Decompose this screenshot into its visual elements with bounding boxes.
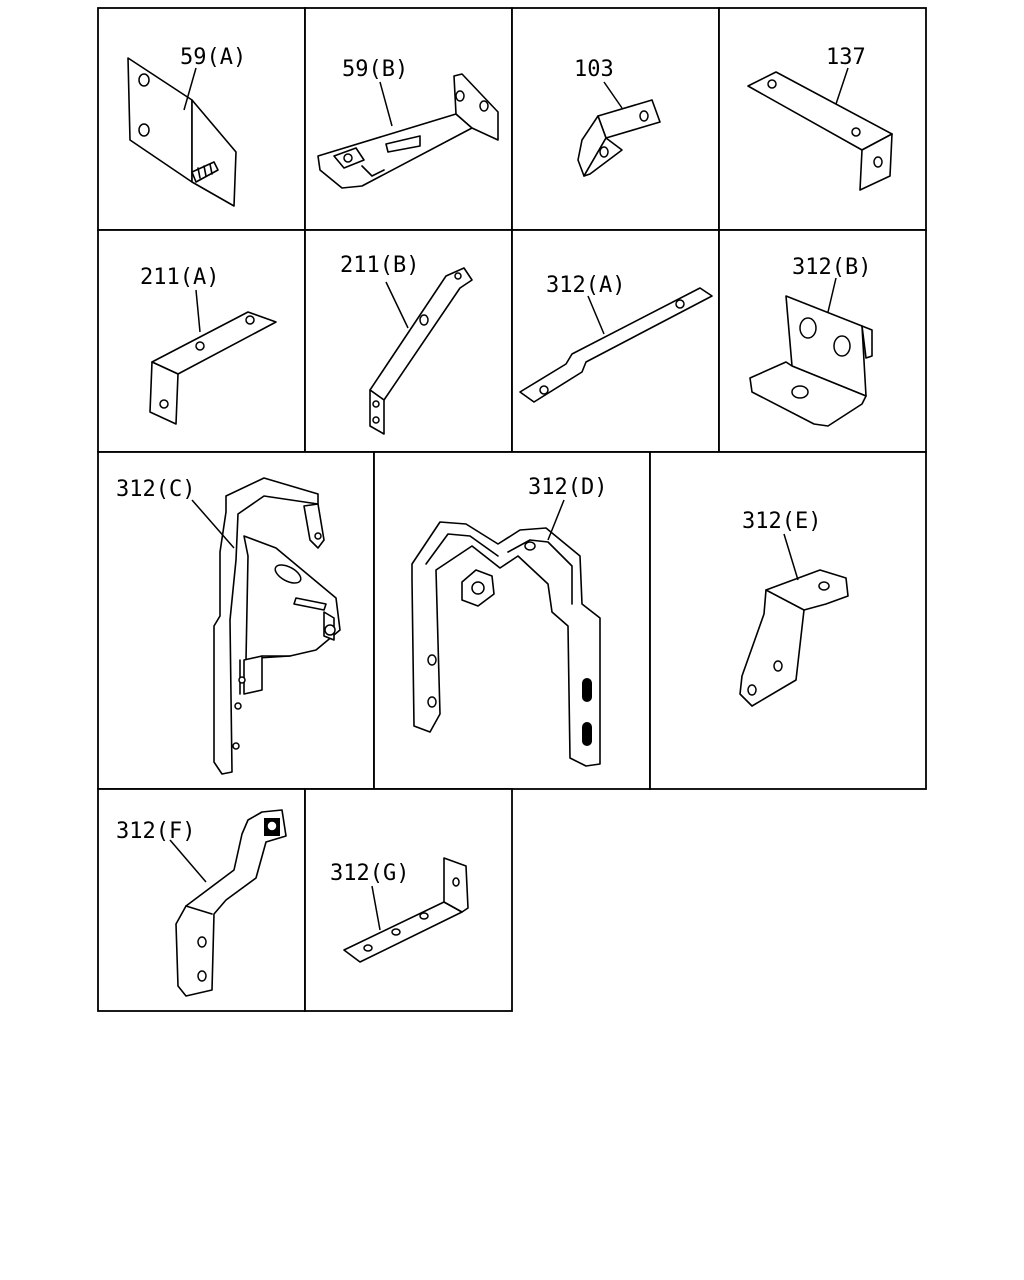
callout-312d: 312(D): [528, 475, 607, 500]
bracket-211a-drawing: [149, 311, 277, 425]
bracket-312g-drawing: [343, 857, 469, 963]
leader-312d: [547, 499, 565, 541]
callout-312e: 312(E): [742, 509, 821, 534]
leader-137: [835, 67, 849, 105]
leader-59a: [183, 67, 197, 111]
panel-312b: 312(B): [718, 229, 927, 453]
callout-137: 137: [826, 45, 866, 70]
leader-59b: [379, 81, 393, 127]
panel-312c: 312(C): [97, 451, 375, 790]
bracket-312d-drawing: [411, 521, 601, 767]
callout-312g: 312(G): [330, 861, 409, 886]
panel-59b: 59(B): [304, 7, 513, 231]
leader-312g: [371, 885, 381, 931]
panel-312g: 312(G): [304, 788, 513, 1012]
callout-312c: 312(C): [116, 477, 195, 502]
leader-312a: [587, 295, 605, 335]
callout-59a: 59(A): [180, 45, 246, 70]
bracket-312b-drawing: [749, 295, 873, 427]
bracket-312f-drawing: [175, 809, 287, 997]
leader-211a: [195, 289, 201, 333]
callout-312f: 312(F): [116, 819, 195, 844]
panel-211a: 211(A): [97, 229, 306, 453]
callout-211b: 211(B): [340, 253, 419, 278]
bracket-312c-drawing: [213, 477, 341, 775]
bracket-211b-drawing: [369, 267, 473, 435]
callout-103: 103: [574, 57, 614, 82]
panel-312a: 312(A): [511, 229, 720, 453]
panel-137: 137: [718, 7, 927, 231]
panel-312f: 312(F): [97, 788, 306, 1012]
callout-59b: 59(B): [342, 57, 408, 82]
leader-312b: [827, 277, 837, 313]
callout-312b: 312(B): [792, 255, 871, 280]
callout-312a: 312(A): [546, 273, 625, 298]
leader-312c: [191, 499, 235, 549]
panel-312d: 312(D): [373, 451, 651, 790]
panel-312e: 312(E): [649, 451, 927, 790]
bracket-59b-drawing: [317, 73, 499, 189]
bracket-59a-drawing: [127, 57, 237, 207]
leader-211b: [385, 281, 409, 329]
callout-211a: 211(A): [140, 265, 219, 290]
panel-103: 103: [511, 7, 720, 231]
leader-312e: [783, 533, 799, 581]
bracket-137-drawing: [747, 71, 893, 191]
panel-211b: 211(B): [304, 229, 513, 453]
leader-312f: [169, 839, 207, 883]
leader-103: [603, 81, 623, 109]
bracket-103-drawing: [577, 99, 661, 177]
bracket-312e-drawing: [739, 569, 849, 707]
panel-59a: 59(A): [97, 7, 306, 231]
bracket-312a-drawing: [519, 287, 713, 403]
